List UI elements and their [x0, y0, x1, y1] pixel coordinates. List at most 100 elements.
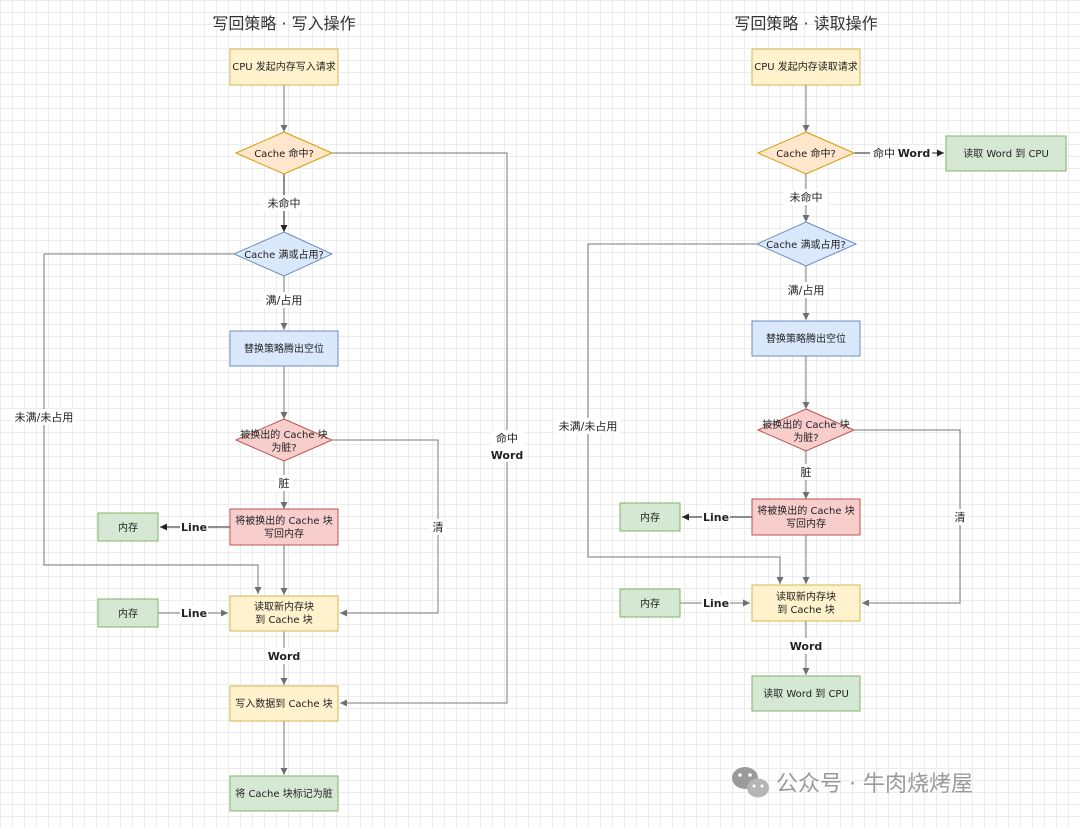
- watermark-text: 公众号 · 牛肉烧烤屋: [776, 772, 973, 797]
- read-mem2-node: [619, 588, 681, 618]
- write-read-text-1: 读取新内存块: [254, 600, 314, 613]
- edge-full-notfull: [43, 253, 262, 594]
- read-writeback-text-1: 将被换出的 Cache 块: [757, 504, 854, 517]
- write-replace-node: [229, 330, 339, 367]
- read-result-node: [751, 675, 861, 712]
- read-dirty-text-1: 被换出的 Cache 块: [762, 418, 849, 431]
- read-hit-result-node: [945, 135, 1067, 172]
- read-notfull-label-bg: [556, 418, 620, 434]
- read-miss-label: 未命中: [790, 190, 823, 204]
- read-dirty-label-bg: [798, 464, 814, 480]
- write-hit-text: Cache 命中?: [254, 147, 314, 160]
- read-read-node: [751, 584, 861, 622]
- read-full-text: Cache 满或占用?: [766, 238, 846, 251]
- write-word-label-bg: [268, 648, 300, 664]
- edge-r-clean: [854, 429, 961, 607]
- write-title: 写回策略 · 写入操作: [212, 14, 355, 33]
- read-word-label: Word: [790, 640, 823, 653]
- wechat-icon: [732, 767, 769, 798]
- read-hit-result-text: 读取 Word 到 CPU: [963, 147, 1049, 160]
- read-line2-label: Line: [703, 597, 729, 610]
- read-read-text-1: 读取新内存块: [776, 590, 836, 603]
- read-hit-label: 命中: [873, 146, 895, 160]
- read-line1-label-bg: [702, 509, 730, 525]
- read-hit-text: Cache 命中?: [776, 147, 836, 160]
- write-flow: 写回策略 · 写入操作 CPU 发起内存写入请求 Cache 命中? Cache…: [12, 14, 524, 812]
- read-mem1-node: [619, 502, 681, 532]
- write-full-decision: [232, 231, 334, 277]
- write-mem1-node: [97, 512, 159, 542]
- write-mem2-node: [97, 598, 159, 628]
- write-line2-label: Line: [181, 607, 207, 620]
- write-writeback-text-2: 写回内存: [264, 527, 304, 540]
- edge-r-notfull: [587, 243, 784, 584]
- write-miss-label-bg: [262, 195, 306, 211]
- read-notfull-label: 未满/未占用: [559, 419, 618, 433]
- write-start-text: CPU 发起内存写入请求: [232, 60, 336, 73]
- read-dirty-decision: [756, 408, 856, 452]
- write-dirty-decision: [234, 418, 334, 462]
- write-notfull-label: 未满/未占用: [15, 410, 74, 424]
- read-flow: 写回策略 · 读取操作 CPU 发起内存读取请求 Cache 命中? 读取 Wo…: [556, 14, 1067, 712]
- write-mark-node: [229, 775, 339, 812]
- read-clean-label-bg: [952, 509, 968, 525]
- read-line1-label: Line: [703, 511, 729, 524]
- write-replace-text: 替换策略腾出空位: [244, 342, 324, 355]
- read-word-label-bg: [790, 638, 822, 654]
- write-hit-decision: [234, 131, 334, 175]
- read-writeback-text-2: 写回内存: [786, 517, 826, 530]
- write-dirty-label: 脏: [279, 477, 290, 490]
- read-result-text: 读取 Word 到 CPU: [763, 687, 849, 700]
- read-mem1-text: 内存: [640, 511, 660, 524]
- read-hit-label-bg: [870, 145, 932, 161]
- write-line1-label: Line: [181, 521, 207, 534]
- read-title: 写回策略 · 读取操作: [734, 14, 877, 33]
- read-miss-label-bg: [784, 189, 828, 205]
- read-start-node: [751, 48, 861, 86]
- write-start-node: [229, 48, 339, 86]
- write-hit-label: 命中: [496, 431, 518, 445]
- write-dirty-text-1: 被换出的 Cache 块: [240, 428, 327, 441]
- read-dirty-text-2: 为脏?: [793, 431, 818, 444]
- read-mem2-text: 内存: [640, 597, 660, 610]
- write-clean-label: 清: [433, 521, 444, 534]
- read-line2-label-bg: [702, 595, 730, 611]
- write-line2-label-bg: [180, 605, 208, 621]
- read-full-label-bg: [784, 282, 828, 298]
- read-hit-word-label: Word: [898, 147, 931, 160]
- write-line1-label-bg: [180, 519, 208, 535]
- write-mark-text: 将 Cache 块标记为脏: [235, 787, 332, 800]
- read-replace-node: [751, 320, 861, 357]
- read-dirty-label: 脏: [801, 466, 812, 479]
- write-clean-label-bg: [430, 519, 446, 535]
- write-dirty-label-bg: [276, 475, 292, 491]
- write-writeback-text-1: 将被换出的 Cache 块: [235, 514, 332, 527]
- watermark: 公众号 · 牛肉烧烤屋: [732, 767, 973, 798]
- write-hit-word-label: Word: [491, 449, 524, 462]
- write-mem2-text: 内存: [118, 607, 138, 620]
- write-data-text: 写入数据到 Cache 块: [235, 697, 332, 710]
- write-mem1-text: 内存: [118, 521, 138, 534]
- write-word-label: Word: [268, 650, 301, 663]
- read-hit-decision: [756, 131, 856, 175]
- write-notfull-label-bg: [12, 409, 76, 425]
- read-start-text: CPU 发起内存读取请求: [754, 60, 858, 73]
- edge-hit: [332, 152, 508, 707]
- write-miss-label: 未命中: [268, 196, 301, 210]
- write-full-label: 满/占用: [266, 293, 303, 307]
- read-clean-label: 清: [955, 511, 966, 524]
- write-full-text: Cache 满或占用?: [244, 248, 324, 261]
- read-read-text-2: 到 Cache 块: [777, 604, 834, 616]
- write-dirty-text-2: 为脏?: [271, 441, 296, 454]
- write-hit-label-bg: [490, 430, 524, 462]
- read-full-label: 满/占用: [788, 283, 825, 297]
- write-read-node: [229, 595, 339, 632]
- read-replace-text: 替换策略腾出空位: [766, 332, 846, 345]
- read-full-decision: [755, 221, 858, 267]
- write-read-text-2: 到 Cache 块: [255, 614, 312, 626]
- write-full-label-bg: [262, 292, 306, 308]
- write-data-node: [229, 685, 339, 722]
- read-writeback-node: [751, 498, 861, 536]
- write-writeback-node: [229, 508, 339, 546]
